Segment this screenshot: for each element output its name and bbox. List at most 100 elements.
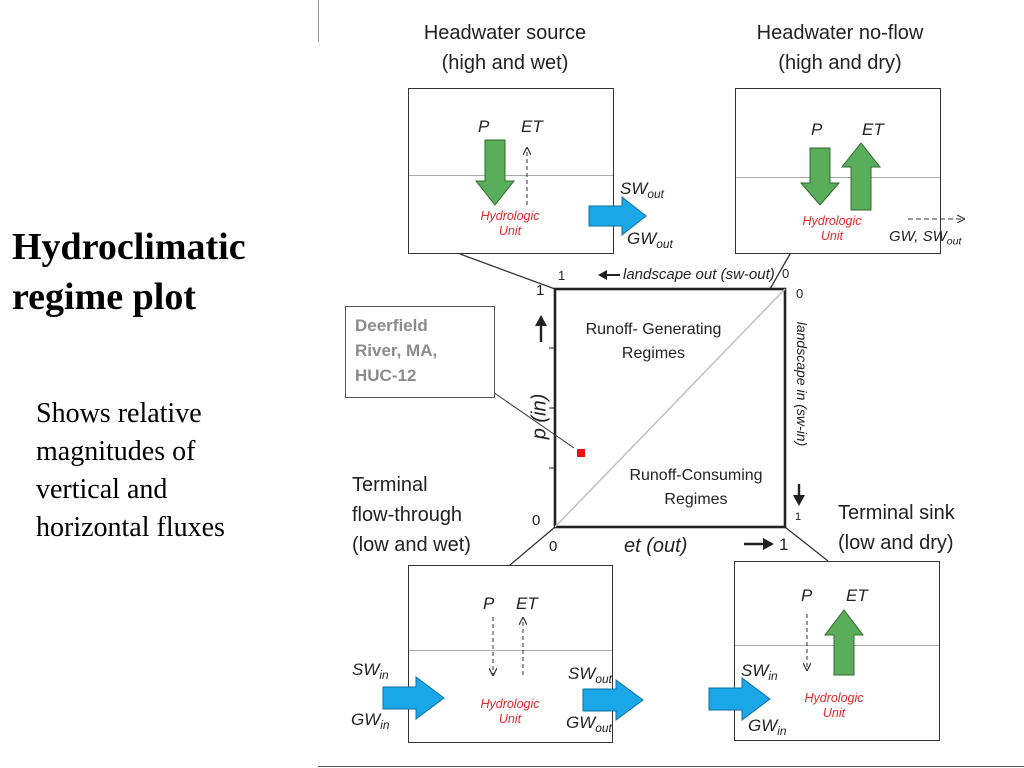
gw-in-label: GWin	[351, 710, 390, 732]
outflow-arrow	[588, 195, 647, 237]
hydrologic-unit-label: Hydrologic Unit	[777, 214, 887, 244]
slide-body-line-4: horizontal fluxes	[36, 512, 225, 543]
water-table-line	[409, 175, 613, 176]
connector-line-top-left	[459, 253, 556, 290]
caption-line: (high and wet)	[441, 52, 569, 74]
y-tick-one: 1	[536, 282, 545, 299]
right-tick-zero: 0	[796, 286, 804, 301]
gw-out-label: GWout	[566, 713, 612, 735]
et-label: ET	[516, 594, 538, 613]
slide-title-line-1: Hydroclimatic	[12, 226, 246, 268]
gw-text: GW	[627, 229, 657, 248]
deerfield-data-point	[577, 449, 585, 457]
out-subscript: out	[595, 672, 612, 687]
inflow-arrow	[382, 676, 445, 720]
gw-text: GW	[566, 713, 596, 732]
in-subscript: in	[777, 724, 787, 739]
hydrologic-unit-label: Hydrologic Unit	[779, 691, 889, 721]
gw-text: GW	[351, 710, 381, 729]
caption-line: Terminal	[352, 474, 428, 496]
region-line: Runoff-Consuming	[629, 467, 763, 484]
connector-line-bottom-right	[784, 526, 829, 562]
region-line: Regimes	[664, 491, 728, 508]
slide-title-line-2: regime plot	[12, 276, 196, 318]
caption-line: (high and dry)	[778, 52, 902, 74]
out-subscript: out	[647, 187, 664, 202]
top-right-tick-zero: 0	[782, 266, 790, 281]
out-subscript: out	[946, 235, 962, 248]
et-up-arrow	[823, 609, 865, 676]
hydrologic-unit-line: Unit	[498, 224, 522, 238]
hydrologic-unit-line: Unit	[820, 229, 844, 243]
slide-bottom-rule	[318, 766, 1024, 767]
headwater-no-flow-box	[735, 88, 941, 254]
sw-in-label: SWin	[741, 661, 778, 683]
sw-out-label: SWout	[620, 179, 664, 201]
callout-line: River, MA,	[355, 341, 438, 360]
sw-text: SW	[741, 661, 769, 680]
et-label: ET	[862, 120, 884, 139]
y-axis-label: p (in)	[528, 393, 551, 440]
slide-description: Shows relative magnitudes of vertical an…	[36, 395, 296, 547]
caption-terminal-flow-through: Terminal flow-through (low and wet)	[352, 470, 522, 560]
hydrologic-unit-line: Unit	[498, 712, 522, 726]
inflow-arrow	[708, 677, 771, 721]
slide-body-line-2: magnitudes of	[36, 436, 196, 467]
in-subscript: in	[768, 669, 778, 684]
headwater-source-box	[408, 88, 614, 254]
caption-headwater-no-flow: Headwater no-flow (high and dry)	[715, 18, 965, 78]
sw-in-label: SWin	[352, 660, 389, 682]
caption-line: Headwater no-flow	[756, 22, 924, 44]
outflow-arrow	[582, 679, 644, 721]
hydrologic-unit-label: Hydrologic Unit	[455, 209, 565, 239]
gw-sw-text: GW, SW	[889, 228, 947, 245]
deerfield-callout: Deerfield River, MA, HUC-12	[345, 306, 495, 398]
connector-line-top-right	[769, 253, 791, 290]
hydrologic-unit-line: Hydrologic	[480, 209, 540, 223]
p-label: P	[811, 120, 823, 139]
callout-line: HUC-12	[355, 366, 417, 385]
caption-line: (low and wet)	[352, 534, 471, 556]
slide-body-line-1: Shows relative	[36, 398, 202, 429]
top-axis-arrow-head	[598, 270, 607, 280]
caption-terminal-sink: Terminal sink (low and dry)	[838, 498, 1018, 558]
hydrologic-unit-line: Unit	[822, 706, 846, 720]
runoff-generating-label: Runoff- Generating Regimes	[566, 318, 741, 366]
in-subscript: in	[380, 718, 390, 733]
caption-line: Terminal sink	[838, 502, 955, 524]
hydrologic-unit-line: Hydrologic	[480, 697, 540, 711]
gw-in-label: GWin	[748, 716, 787, 738]
sw-text: SW	[568, 664, 596, 683]
p-label: P	[801, 586, 813, 605]
et-label: ET	[846, 586, 868, 605]
top-left-tick-one: 1	[558, 268, 566, 283]
caption-headwater-source: Headwater source (high and wet)	[380, 18, 630, 78]
caption-line: (low and dry)	[838, 532, 954, 554]
callout-line: Deerfield	[355, 316, 428, 335]
et-label: ET	[521, 117, 543, 136]
caption-line: Headwater source	[423, 22, 587, 44]
terminal-flow-through-box	[408, 565, 613, 743]
right-tick-one: 1	[795, 511, 802, 523]
x-axis-arrow-head	[763, 538, 774, 550]
gw-text: GW	[748, 716, 778, 735]
right-axis-arrow-head	[793, 495, 805, 506]
connector-line-bottom-left	[509, 526, 556, 566]
runoff-consuming-label: Runoff-Consuming Regimes	[606, 464, 786, 512]
precip-down-arrow	[474, 139, 516, 206]
caption-line: flow-through	[352, 504, 463, 526]
region-line: Regimes	[621, 345, 686, 362]
hydrologic-unit-label: Hydrologic Unit	[455, 697, 565, 727]
p-label: P	[478, 117, 490, 136]
y-axis-arrow-head	[535, 315, 547, 326]
x-tick-one: 1	[779, 535, 789, 554]
sw-text: SW	[352, 660, 380, 679]
slide-title: Hydroclimatic regime plot	[12, 222, 312, 322]
out-subscript: out	[595, 721, 612, 736]
et-up-arrow	[840, 142, 882, 211]
region-line: Runoff- Generating	[585, 321, 722, 338]
in-subscript: in	[379, 668, 389, 683]
water-table-line	[409, 650, 612, 651]
gw-out-label: GWout	[627, 229, 673, 251]
gw-sw-out-label: GW, SWout	[889, 228, 961, 248]
